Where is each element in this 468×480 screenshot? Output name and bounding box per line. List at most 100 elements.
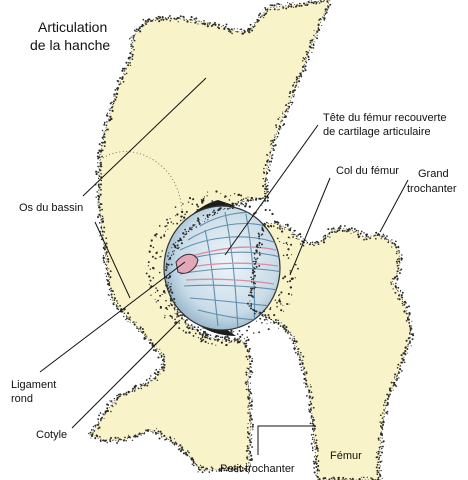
stipple-dot xyxy=(169,258,172,260)
stipple-dot xyxy=(309,422,312,425)
stipple-dot xyxy=(100,179,103,182)
stipple-dot xyxy=(112,406,114,408)
stipple-dot xyxy=(258,264,261,267)
stipple-dot xyxy=(262,177,265,180)
stipple-dot xyxy=(310,391,313,394)
stipple-dot xyxy=(313,1,316,3)
stipple-dot xyxy=(280,127,282,129)
stipple-dot xyxy=(171,441,174,444)
stipple-dot xyxy=(161,436,163,438)
stipple-dot xyxy=(306,395,308,397)
stipple-dot xyxy=(97,194,100,197)
stipple-dot xyxy=(131,387,135,390)
stipple-dot xyxy=(202,214,205,217)
stipple-dot xyxy=(408,305,410,308)
stipple-dot xyxy=(218,470,221,472)
stipple-dot xyxy=(273,225,275,228)
stipple-dot xyxy=(279,293,281,296)
stipple-dot xyxy=(269,308,272,311)
stipple-dot xyxy=(112,105,114,108)
stipple-dot xyxy=(178,246,180,249)
stipple-dot xyxy=(111,296,113,298)
stipple-dot xyxy=(90,437,92,439)
stipple-dot xyxy=(162,358,165,361)
stipple-dot xyxy=(213,213,216,216)
stipple-dot xyxy=(116,396,119,400)
stipple-dot xyxy=(385,393,387,395)
stipple-dot xyxy=(303,367,306,370)
stipple-dot xyxy=(248,31,251,34)
stipple-dot xyxy=(100,418,102,420)
stipple-dot xyxy=(332,227,335,230)
stipple-dot xyxy=(404,352,407,355)
stipple-dot xyxy=(117,393,120,396)
stipple-dot xyxy=(133,435,135,437)
stipple-dot xyxy=(406,348,409,350)
stipple-dot xyxy=(307,51,309,53)
stipple-dot xyxy=(245,463,248,465)
stipple-dot xyxy=(374,237,377,240)
stipple-dot xyxy=(280,322,282,324)
stipple-dot xyxy=(110,108,112,110)
stipple-dot xyxy=(264,178,267,181)
stipple-dot xyxy=(99,183,103,186)
stipple-dot xyxy=(208,22,210,24)
stipple-dot xyxy=(184,213,187,216)
stipple-dot xyxy=(136,328,138,330)
stipple-dot xyxy=(383,235,385,237)
stipple-dot xyxy=(163,233,165,236)
stipple-dot xyxy=(164,316,166,319)
stipple-dot xyxy=(321,25,323,27)
stipple-dot xyxy=(185,210,188,213)
stipple-dot xyxy=(174,206,177,208)
stipple-dot xyxy=(209,22,211,24)
stipple-dot xyxy=(295,84,297,87)
stipple-dot xyxy=(288,92,291,95)
stipple-dot xyxy=(269,8,272,11)
stipple-dot xyxy=(312,460,315,463)
stipple-dot xyxy=(245,342,248,345)
stipple-dot xyxy=(280,291,283,294)
stipple-dot xyxy=(144,333,147,336)
stipple-dot xyxy=(89,432,91,434)
stipple-dot xyxy=(129,56,131,59)
leader-tete-femur xyxy=(224,124,319,256)
stipple-dot xyxy=(252,26,255,28)
stipple-dot xyxy=(98,414,100,417)
stipple-dot xyxy=(381,447,383,450)
stipple-dot xyxy=(235,468,237,470)
stipple-dot xyxy=(369,237,372,240)
stipple-dot xyxy=(109,270,112,273)
stipple-dot xyxy=(366,233,369,236)
stipple-dot xyxy=(100,145,103,147)
stipple-dot xyxy=(216,212,218,214)
stipple-dot xyxy=(357,235,360,239)
stipple-dot xyxy=(229,207,231,210)
stipple-dot xyxy=(298,80,301,83)
stipple-dot xyxy=(160,355,163,357)
stipple-dot xyxy=(261,226,263,229)
stipple-dot xyxy=(187,21,189,23)
stipple-dot xyxy=(109,437,111,439)
stipple-dot xyxy=(167,282,169,284)
stipple-dot xyxy=(292,342,295,345)
stipple-dot xyxy=(396,250,398,253)
stipple-dot xyxy=(250,304,253,307)
stipple-dot xyxy=(398,298,401,301)
stipple-dot xyxy=(396,377,399,380)
stipple-dot xyxy=(184,320,187,322)
stipple-dot xyxy=(295,237,297,240)
stipple-dot xyxy=(371,477,373,480)
stipple-dot xyxy=(272,141,275,144)
stipple-dot xyxy=(389,389,392,392)
stipple-dot xyxy=(250,287,252,290)
stipple-dot xyxy=(166,308,169,310)
stipple-dot xyxy=(283,123,286,126)
stipple-dot xyxy=(294,86,296,89)
stipple-dot xyxy=(156,428,158,430)
stipple-dot xyxy=(164,269,167,271)
stipple-dot xyxy=(167,277,170,279)
stipple-dot xyxy=(249,463,251,465)
stipple-dot xyxy=(313,34,315,36)
stipple-dot xyxy=(273,149,275,151)
